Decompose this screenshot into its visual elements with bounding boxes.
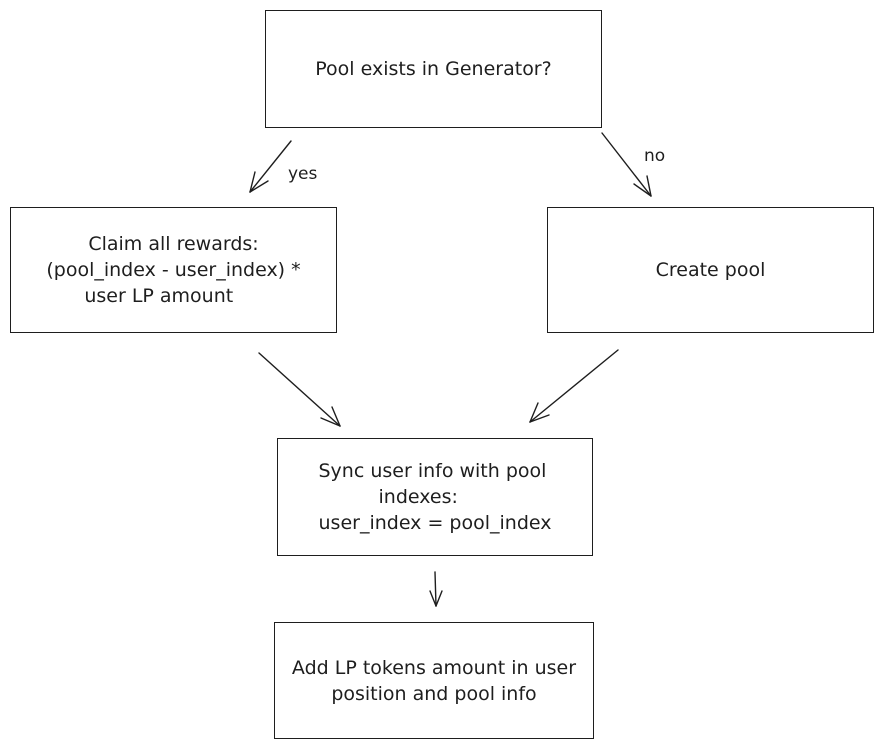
process-claim-rewards: Claim all rewards: (pool_index - user_in… xyxy=(10,207,337,333)
arrow-claim-to-sync xyxy=(258,352,341,427)
process-sync-user-info: Sync user info with pool indexes: user_i… xyxy=(277,438,593,556)
arrow-create-to-sync xyxy=(529,349,619,423)
edge-label-no: no xyxy=(644,146,666,166)
claim-rewards-text: Claim all rewards: (pool_index - user_in… xyxy=(46,231,300,309)
process-add-lp-tokens: Add LP tokens amount in user position an… xyxy=(274,622,594,739)
sync-user-info-line-3: user_index = pool_index xyxy=(318,512,552,534)
claim-rewards-line-3: user LP amount xyxy=(84,285,234,307)
arrow-yes xyxy=(249,140,292,193)
decision-pool-exists: Pool exists in Generator? xyxy=(265,10,602,128)
add-lp-tokens-line-2: position and pool info xyxy=(331,682,537,705)
sync-user-info-line-1: Sync user info with pool xyxy=(318,460,547,482)
sync-user-info-line-2: indexes: xyxy=(378,486,458,508)
process-create-pool: Create pool xyxy=(547,207,874,333)
edge-label-yes: yes xyxy=(288,164,318,184)
decision-pool-exists-text: Pool exists in Generator? xyxy=(315,58,552,80)
arrow-no xyxy=(601,132,652,197)
claim-rewards-line-2: (pool_index - user_index) * xyxy=(46,259,301,281)
claim-rewards-line-1: Claim all rewards: xyxy=(88,233,259,255)
add-lp-tokens-text: Add LP tokens amount in user position an… xyxy=(292,655,576,707)
arrow-sync-to-add xyxy=(429,571,443,607)
add-lp-tokens-line-1: Add LP tokens amount in user xyxy=(291,656,577,679)
create-pool-text: Create pool xyxy=(655,259,766,281)
sync-user-info-text: Sync user info with pool indexes: user_i… xyxy=(319,458,552,536)
